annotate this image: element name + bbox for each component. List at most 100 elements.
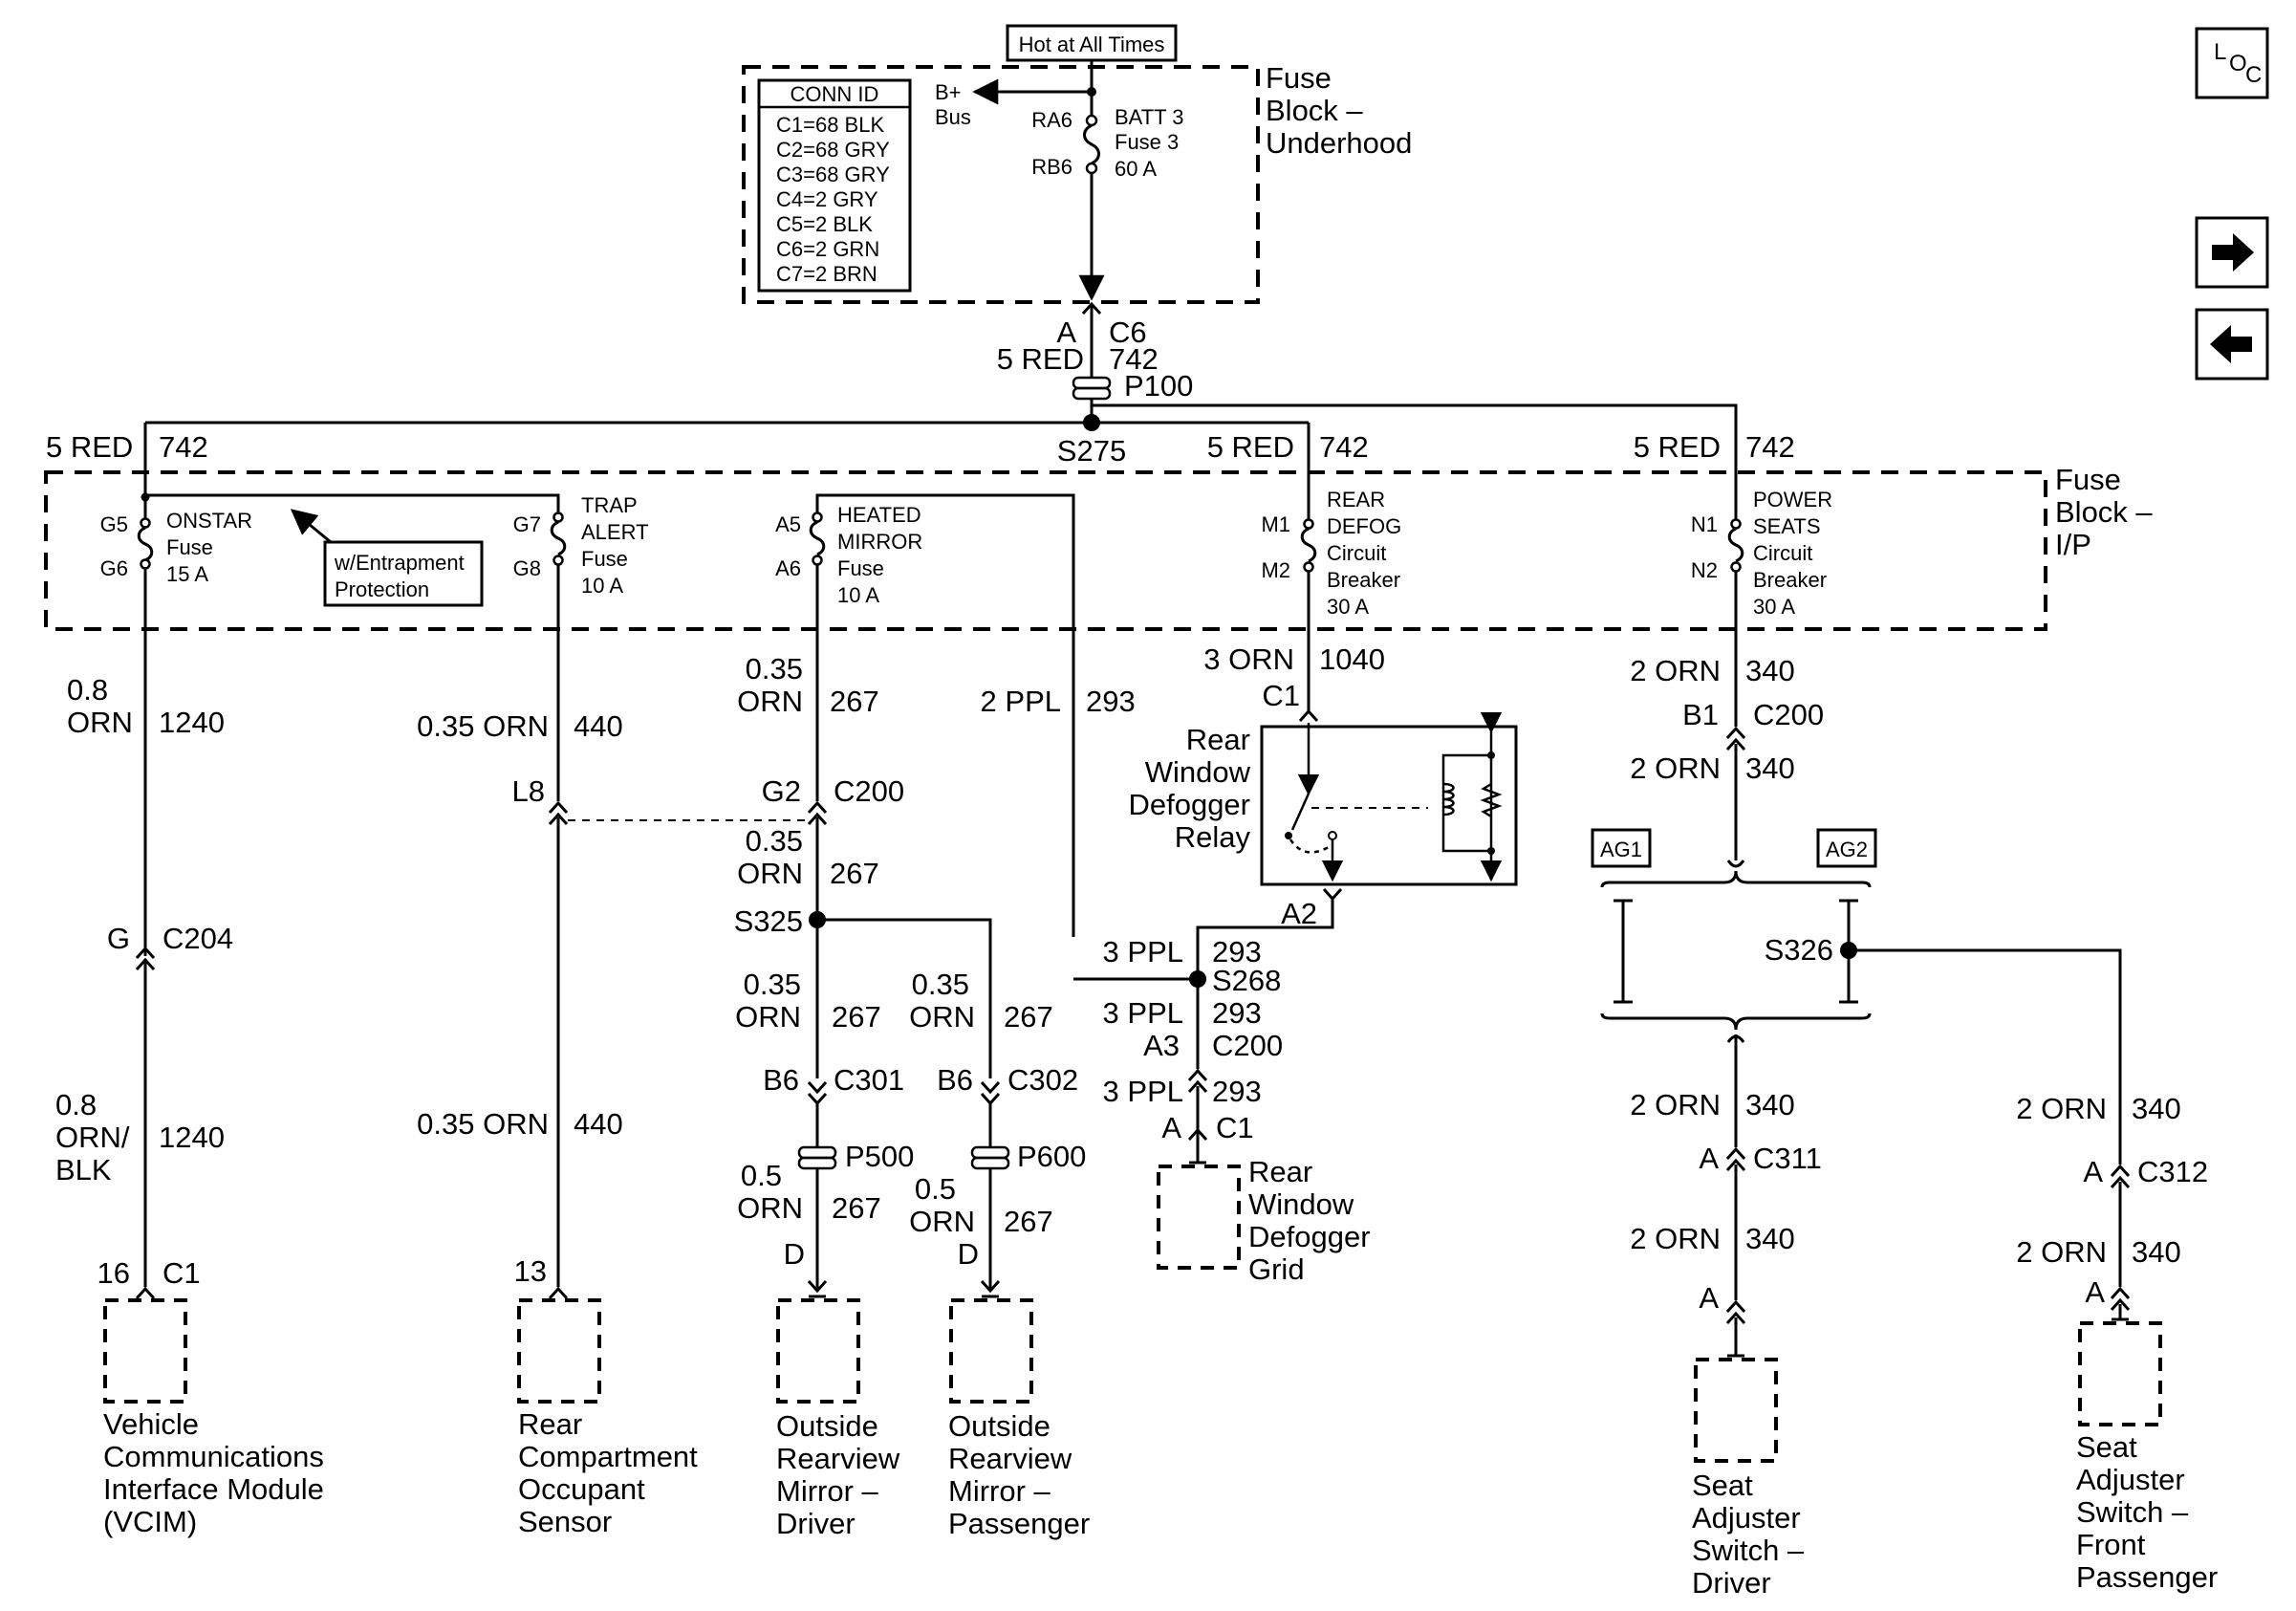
trap-conn-pin: L8 bbox=[512, 774, 545, 808]
mirror-driver-wire-size: 0.35 bbox=[744, 968, 801, 1001]
heated-mirror-fuse bbox=[809, 512, 826, 566]
bus-label: Bus bbox=[935, 105, 971, 129]
vcim-pin: 16 bbox=[97, 1256, 130, 1290]
trap-fuse-label: TRAP ALERT Fuse 10 A bbox=[581, 493, 649, 598]
seat-switch-driver-label: Seat Adjuster Switch – Driver bbox=[1692, 1469, 1805, 1600]
branch-defog-circuit: 742 bbox=[1319, 430, 1369, 464]
mirror-c200-label: C200 bbox=[834, 774, 904, 808]
s326-splice-pack bbox=[1600, 870, 1872, 1031]
entrapment-line2: Protection bbox=[335, 577, 429, 601]
grid-connector: C1 bbox=[1216, 1111, 1254, 1144]
svg-text:C5=2 BLK: C5=2 BLK bbox=[776, 212, 873, 236]
svg-text:Fuse 3: Fuse 3 bbox=[1115, 130, 1179, 154]
onstar-wire-a-size: 0.8 bbox=[67, 673, 108, 707]
onstar-circuit-a: 1240 bbox=[159, 706, 225, 739]
trap-circuit-b: 440 bbox=[574, 1107, 623, 1141]
svg-text:Window: Window bbox=[1145, 755, 1251, 789]
svg-text:C1=68 BLK: C1=68 BLK bbox=[776, 113, 884, 137]
seats-wire-a: 2 ORN bbox=[1630, 654, 1721, 687]
defog-wire-293 bbox=[1196, 899, 1334, 979]
vcim-module bbox=[103, 1298, 187, 1404]
mirror-passenger-wire-color: ORN bbox=[909, 1000, 975, 1034]
back-button[interactable] bbox=[2195, 308, 2269, 381]
loc-label-c: C bbox=[2245, 62, 2262, 88]
trap-fuse-pin-in: G7 bbox=[513, 512, 541, 536]
defog-circuit-c: 293 bbox=[1212, 996, 1262, 1030]
conn-id-list: C1=68 BLK C2=68 GRY C3=68 GRY C4=2 GRY C… bbox=[776, 113, 890, 286]
seat-driver-pin2: A bbox=[1699, 1281, 1719, 1315]
seats-c200-label: C200 bbox=[1753, 698, 1824, 731]
mirror-driver-label: Outside Rearview Mirror – Driver bbox=[776, 1409, 900, 1540]
occupant-sensor-label: Rear Compartment Occupant Sensor bbox=[518, 1407, 698, 1538]
mirror-wire-a-size: 0.35 bbox=[746, 652, 803, 686]
occupant-sensor-module bbox=[517, 1298, 601, 1404]
branch-seats-wire: 5 RED bbox=[1634, 430, 1721, 464]
feed-circuit: 742 bbox=[1109, 342, 1159, 376]
svg-text:POWER: POWER bbox=[1753, 488, 1832, 512]
forward-button[interactable] bbox=[2195, 216, 2269, 289]
svg-text:30 A: 30 A bbox=[1327, 595, 1369, 619]
seat-passenger-wire: 2 ORN bbox=[2016, 1092, 2107, 1125]
p500-pass-through bbox=[797, 1145, 837, 1170]
seats-c200-pin: B1 bbox=[1682, 698, 1719, 731]
svg-text:Occupant: Occupant bbox=[518, 1472, 645, 1506]
power-seats-feed bbox=[1090, 403, 1738, 493]
svg-text:DEFOG: DEFOG bbox=[1327, 514, 1401, 538]
svg-text:Sensor: Sensor bbox=[518, 1505, 612, 1538]
svg-text:C2=68 GRY: C2=68 GRY bbox=[776, 138, 890, 162]
mirror-passenger-circuit: 267 bbox=[1004, 1000, 1053, 1034]
seat-driver-circuit: 340 bbox=[1745, 1088, 1795, 1121]
seats-circuit-b: 340 bbox=[1745, 751, 1795, 785]
relay-pin-in: C1 bbox=[1262, 679, 1300, 712]
entrapment-protection-box bbox=[323, 540, 484, 607]
svg-text:Grid: Grid bbox=[1248, 1252, 1305, 1286]
relay-pin-out: A2 bbox=[1281, 897, 1317, 930]
svg-text:Fuse: Fuse bbox=[581, 547, 628, 571]
svg-text:HEATED: HEATED bbox=[837, 503, 921, 527]
batt3-pin-out: RB6 bbox=[1031, 155, 1072, 179]
defog-circuit-a: 1040 bbox=[1319, 642, 1385, 676]
ip-fuse-block bbox=[44, 470, 2047, 631]
svg-text:Outside: Outside bbox=[948, 1409, 1051, 1443]
seat-switch-driver bbox=[1694, 1358, 1778, 1463]
seat-passenger-circuit: 340 bbox=[2132, 1092, 2181, 1125]
svg-text:Front: Front bbox=[2076, 1528, 2146, 1561]
defog-wire-a: 3 ORN bbox=[1203, 642, 1294, 676]
trap-wire-a: 0.35 ORN bbox=[417, 709, 549, 743]
p100-label: P100 bbox=[1124, 369, 1193, 403]
seats-circuit-a: 340 bbox=[1745, 654, 1795, 687]
svg-text:Switch –: Switch – bbox=[2076, 1495, 2189, 1529]
loc-button[interactable]: L O C bbox=[2195, 27, 2269, 99]
relay-internals bbox=[1285, 711, 1503, 882]
defog-c200-label: C200 bbox=[1212, 1029, 1283, 1062]
seat-switch-passenger-label: Seat Adjuster Switch – Front Passenger bbox=[2076, 1430, 2218, 1594]
mirror-passenger-wire2-size: 0.5 bbox=[915, 1172, 956, 1206]
svg-text:Fuse: Fuse bbox=[837, 556, 884, 580]
mirror-driver-wire2-size: 0.5 bbox=[741, 1159, 782, 1192]
defogger-grid-label: Rear Window Defogger Grid bbox=[1248, 1155, 1371, 1286]
onstar-fuse-label: ONSTAR Fuse 15 A bbox=[166, 509, 252, 586]
svg-text:Driver: Driver bbox=[776, 1507, 856, 1540]
defog-breaker-pin-out: M2 bbox=[1261, 558, 1290, 582]
vcim-connector: C1 bbox=[162, 1256, 201, 1290]
mirror-passenger-pin2: D bbox=[958, 1237, 979, 1271]
branch-seats-circuit: 742 bbox=[1745, 430, 1795, 464]
svg-text:Rearview: Rearview bbox=[776, 1442, 900, 1475]
defog-wire-b: 3 PPL bbox=[1103, 935, 1183, 969]
mirror-wire-b-size: 0.35 bbox=[746, 824, 803, 858]
defog-circuit-d: 293 bbox=[1212, 1075, 1262, 1108]
seat-driver-wire2: 2 ORN bbox=[1630, 1222, 1721, 1255]
c301-pin: B6 bbox=[763, 1063, 799, 1097]
defogger-grid bbox=[1157, 1165, 1241, 1270]
onstar-fuse-pin-out: G6 bbox=[100, 556, 128, 580]
svg-text:Rear: Rear bbox=[1248, 1155, 1312, 1188]
svg-text:Mirror –: Mirror – bbox=[948, 1474, 1051, 1508]
p500-label: P500 bbox=[845, 1140, 914, 1173]
s268-label: S268 bbox=[1212, 964, 1281, 997]
p600-pass-through bbox=[970, 1145, 1010, 1170]
entrapment-arrow bbox=[290, 509, 332, 544]
vcim-module-label: Vehicle Communications Interface Module … bbox=[103, 1407, 324, 1538]
svg-text:Adjuster: Adjuster bbox=[2076, 1463, 2185, 1496]
p100-pass-through bbox=[1072, 376, 1112, 401]
